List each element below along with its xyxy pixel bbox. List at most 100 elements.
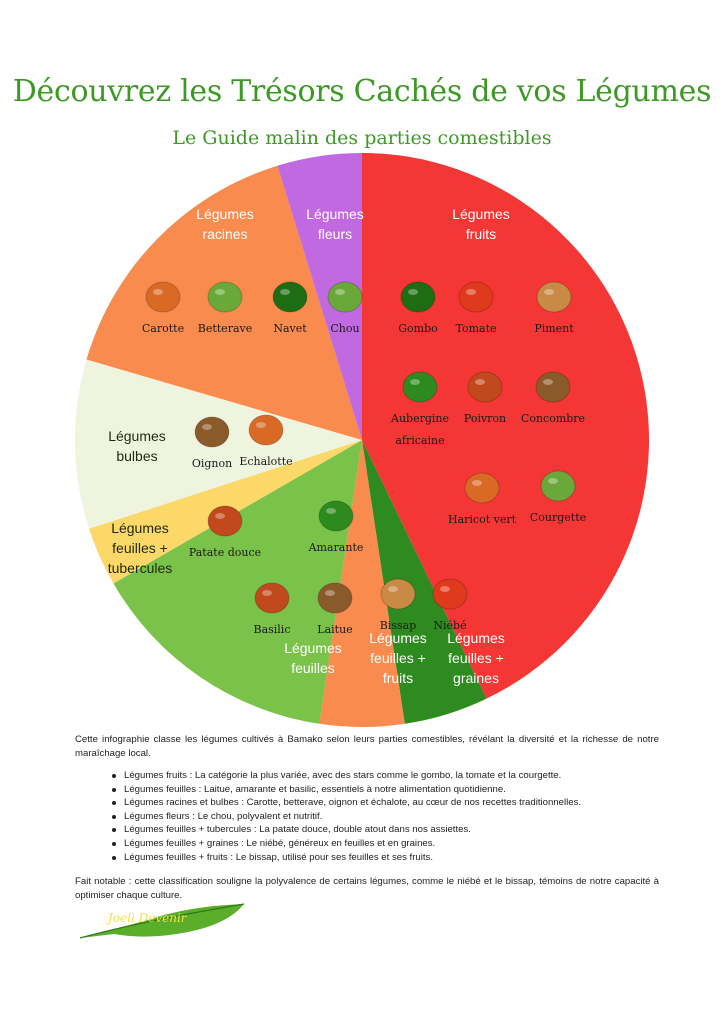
page-subtitle: Le Guide malin des parties comestibles [172, 127, 552, 149]
vegetable-icon [317, 582, 353, 614]
slice-label: fruits [466, 226, 496, 242]
vegetable-icon [432, 578, 468, 610]
slice-label: fruits [383, 670, 413, 686]
slice-label: feuilles + [112, 540, 168, 556]
vegetable-icon [318, 500, 354, 532]
vegetable-highlight [408, 289, 418, 295]
vegetable-label: Patate douce [189, 546, 261, 559]
vegetable-highlight [440, 586, 450, 592]
slice-label: Légumes [284, 640, 342, 656]
vegetable-label: Oignon [192, 457, 232, 470]
vegetable-highlight [325, 590, 335, 596]
vegetable-icon [145, 281, 181, 313]
pie-slice [319, 440, 405, 727]
vegetable-label: Poivron [464, 412, 506, 425]
vegetable-label: Courgette [530, 511, 586, 524]
slice-label: fleurs [318, 226, 352, 242]
vegetable-label: Haricot vert [448, 513, 517, 526]
vegetable-label: Bissap [380, 619, 417, 632]
vegetable-icon [380, 578, 416, 610]
vegetable-icon [207, 281, 243, 313]
slice-label: feuilles [291, 660, 335, 676]
vegetable-label: Concombre [521, 412, 585, 425]
vegetable-highlight [202, 424, 212, 430]
pie-slice [362, 153, 649, 699]
vegetable-highlight [388, 586, 398, 592]
vegetable-icon [207, 505, 243, 537]
slice-label: feuilles + [448, 650, 504, 666]
vegetable-highlight [280, 289, 290, 295]
vegetable-icon [248, 414, 284, 446]
vegetable-label: Gombo [398, 322, 438, 335]
vegetable-label: Echalotte [239, 455, 292, 468]
vegetable-label: Basilic [253, 623, 290, 636]
vegetable-icon [400, 281, 436, 313]
vegetable-highlight [326, 508, 336, 514]
vegetable-highlight [472, 480, 482, 486]
slice-label: Légumes [447, 630, 505, 646]
intro-text: Cette infographie classe les légumes cul… [75, 734, 659, 759]
list-item: Légumes feuilles + graines : Le niébé, g… [111, 837, 581, 851]
vegetable-label: Laitue [317, 623, 352, 636]
slice-label: tubercules [108, 560, 173, 576]
vegetable-highlight [466, 289, 476, 295]
pie-slice [113, 440, 362, 724]
vegetable-label: africaine [395, 434, 444, 447]
vegetable-icon [402, 371, 438, 403]
slice-label: Légumes [369, 630, 427, 646]
vegetable-highlight [153, 289, 163, 295]
vegetable-highlight [544, 289, 554, 295]
slice-label: Légumes [306, 206, 364, 222]
vegetable-icon [327, 281, 363, 313]
logo-text: Joeli Devenir [105, 911, 188, 925]
vegetable-label: Niébé [433, 619, 466, 632]
vegetable-highlight [543, 379, 553, 385]
slice-label: feuilles + [370, 650, 426, 666]
vegetable-highlight [215, 289, 225, 295]
vegetable-label: Piment [534, 322, 574, 335]
vegetable-highlight [335, 289, 345, 295]
vegetable-label: Tomate [455, 322, 496, 335]
list-item: Légumes feuilles + tubercules : La patat… [111, 823, 581, 837]
slice-label: graines [453, 670, 499, 686]
vegetable-label: Carotte [142, 322, 184, 335]
vegetable-highlight [256, 422, 266, 428]
vegetable-highlight [410, 379, 420, 385]
list-item: Légumes feuilles + fruits : Le bissap, u… [111, 851, 581, 865]
slice-label: Légumes [196, 206, 254, 222]
page-title: Découvrez les Trésors Cachés de vos Légu… [12, 74, 712, 109]
list-item: Légumes racines et bulbes : Carotte, bet… [111, 797, 582, 809]
vegetable-icon [254, 582, 290, 614]
category-list: Légumes fruits : La catégorie la plus va… [111, 769, 582, 865]
vegetable-highlight [548, 478, 558, 484]
vegetable-icon [536, 281, 572, 313]
slice-label: Légumes [111, 520, 169, 536]
slice-label: Légumes [452, 206, 510, 222]
vegetable-highlight [262, 590, 272, 596]
list-item: Légumes fruits : La catégorie la plus va… [111, 769, 581, 783]
vegetable-icon [535, 371, 571, 403]
slice-label: bulbes [116, 448, 157, 464]
vegetable-icon [540, 470, 576, 502]
vegetable-icon [272, 281, 308, 313]
vegetable-icon [458, 281, 494, 313]
pie-slice [277, 153, 362, 440]
vegetable-label: Aubergine [390, 412, 449, 425]
vegetable-icon [464, 472, 500, 504]
vegetable-label: Navet [273, 322, 307, 335]
note-text: Fait notable : cette classification soul… [75, 876, 659, 901]
pie-slice [362, 440, 487, 724]
slice-label: Légumes [108, 428, 166, 444]
vegetable-label: Betterave [198, 322, 252, 335]
list-item: Légumes feuilles : Laitue, amarante et b… [111, 783, 581, 797]
list-item: Légumes fleurs : Le chou, polyvalent et … [111, 810, 581, 824]
vegetable-label: Amarante [308, 541, 364, 554]
vegetable-highlight [475, 379, 485, 385]
vegetable-label: Chou [330, 322, 359, 335]
logo: Joeli Devenir [79, 903, 245, 939]
vegetable-icon [194, 416, 230, 448]
slice-label: racines [202, 226, 247, 242]
vegetable-highlight [215, 513, 225, 519]
vegetable-icon [467, 371, 503, 403]
